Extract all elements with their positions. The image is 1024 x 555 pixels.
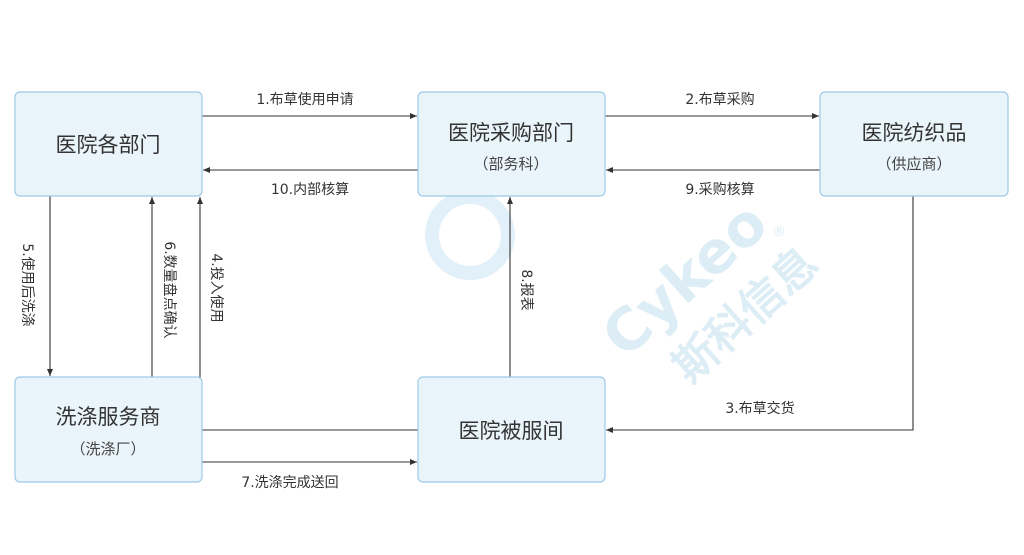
node-laundry-title: 洗涤服务商: [56, 405, 161, 429]
node-procurement: 医院采购部门 （部务科）: [417, 91, 606, 197]
edge-4-label: 4.投入使用: [208, 253, 225, 322]
edge-5-label: 5.使用后洗涤: [19, 243, 36, 326]
edges: 1.布草使用申请 10.内部核算 2.布草采购 9.采购核算 5.使用后洗涤 6…: [19, 91, 914, 491]
edge-6-label: 6.数量盘点确认: [161, 241, 178, 338]
edge-1-label: 1.布草使用申请: [256, 91, 353, 108]
watermark-logo-icon: [425, 190, 515, 280]
node-departments: 医院各部门: [14, 91, 203, 197]
node-procurement-title: 医院采购部门: [448, 121, 574, 145]
edge-10-label: 10.内部核算: [271, 182, 349, 198]
edge-4-arrow: [197, 197, 418, 431]
edge-7-label: 7.洗涤完成送回: [241, 475, 338, 491]
node-procurement-sub: （部务科）: [473, 155, 548, 173]
node-departments-title: 医院各部门: [56, 133, 161, 157]
edge-8-label: 8.报表: [518, 269, 534, 310]
node-linen-room-title: 医院被服间: [459, 419, 564, 443]
edge-9-label: 9.采购核算: [685, 182, 754, 198]
watermark: Cykeo ® 斯科信息: [425, 188, 828, 393]
edge-3-arrow: [606, 196, 914, 433]
edge-3-label: 3.布草交货: [725, 400, 794, 417]
node-laundry: 洗涤服务商 （洗涤厂）: [14, 376, 203, 483]
edge-2-label: 2.布草采购: [685, 92, 754, 108]
watermark-registered: ®: [772, 224, 786, 240]
node-laundry-sub: （洗涤厂）: [70, 440, 145, 458]
node-supplier-sub: （供应商）: [876, 155, 951, 173]
node-linen-room: 医院被服间: [417, 376, 606, 483]
node-supplier-title: 医院纺织品: [862, 121, 967, 145]
node-supplier: 医院纺织品 （供应商）: [819, 91, 1009, 197]
